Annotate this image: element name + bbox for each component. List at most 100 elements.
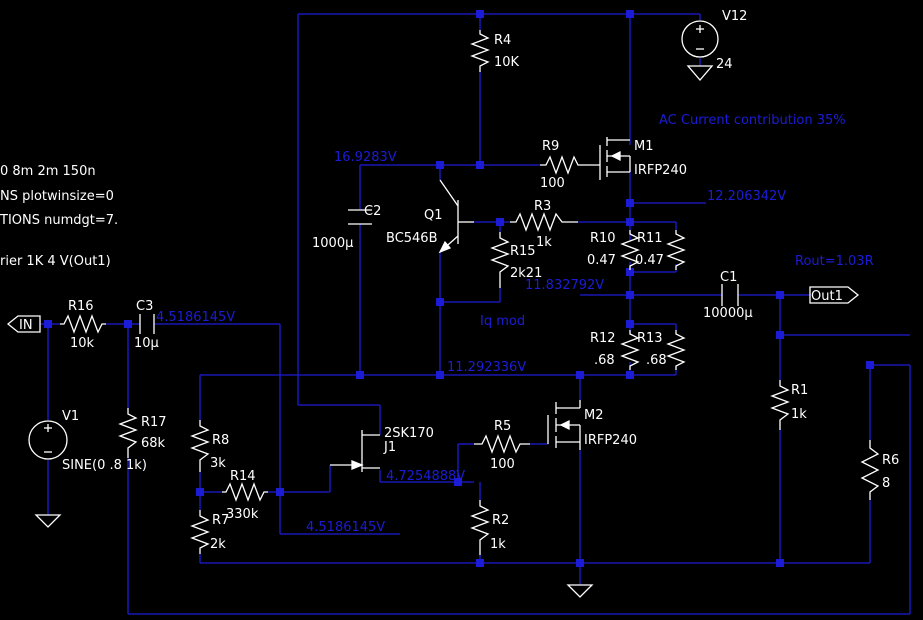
node-voltage-q1-collector: 16.9283V bbox=[334, 150, 397, 165]
R12-symbol bbox=[620, 330, 640, 370]
J1-symbol bbox=[330, 430, 380, 472]
R4-value: 10K bbox=[494, 55, 520, 70]
R1-symbol bbox=[770, 380, 790, 430]
C1-name: C1 bbox=[720, 270, 737, 285]
Q1-value: BC546B bbox=[386, 231, 438, 246]
annotation-iq-mod: Iq mod bbox=[480, 314, 525, 329]
R11-value: 0.47 bbox=[635, 253, 664, 268]
directive-line-1: 0 8m 2m 150n bbox=[0, 164, 96, 179]
R15-symbol bbox=[490, 232, 510, 288]
C1-symbol bbox=[721, 284, 739, 306]
R10-name: R10 bbox=[590, 231, 616, 246]
R3-name: R3 bbox=[534, 199, 551, 214]
R1-name: R1 bbox=[791, 383, 808, 398]
R4-name: R4 bbox=[494, 33, 511, 48]
R6-value: 8 bbox=[882, 476, 890, 491]
R9-value: 100 bbox=[540, 176, 565, 191]
R14-name: R14 bbox=[230, 469, 256, 484]
node-voltage-input: 4.5186145V bbox=[156, 310, 235, 325]
C3-symbol bbox=[139, 314, 155, 334]
J1-value: 2SK170 bbox=[384, 426, 434, 441]
R14-symbol bbox=[222, 482, 268, 502]
junction-dots bbox=[44, 10, 874, 567]
R2-name: R2 bbox=[492, 513, 509, 528]
M2-value: IRFP240 bbox=[584, 433, 637, 448]
R7-symbol bbox=[190, 510, 210, 554]
ground-icon bbox=[566, 584, 594, 598]
R13-symbol bbox=[666, 330, 686, 370]
node-voltage-bias-line: 11.292336V bbox=[447, 360, 526, 375]
annotation-ac-contribution: AC Current contribution 35% bbox=[659, 113, 846, 128]
C1-value: 10000µ bbox=[703, 306, 753, 321]
node-voltage-m1-source: 12.206342V bbox=[707, 189, 786, 204]
input-port-symbol bbox=[6, 315, 41, 333]
M1-symbol bbox=[599, 137, 631, 180]
M2-symbol bbox=[547, 400, 581, 450]
R11-name: R11 bbox=[637, 231, 663, 246]
output-port-symbol bbox=[809, 286, 860, 304]
R2-symbol bbox=[470, 500, 490, 555]
V1-symbol bbox=[28, 420, 68, 528]
R3-symbol bbox=[510, 212, 578, 232]
R5-symbol bbox=[474, 434, 530, 454]
J1-name: J1 bbox=[383, 440, 396, 455]
C3-name: C3 bbox=[136, 299, 153, 314]
R7-value: 2k bbox=[210, 537, 226, 552]
wires bbox=[40, 13, 911, 615]
component-symbols bbox=[6, 20, 880, 598]
R9-name: R9 bbox=[542, 139, 559, 154]
V12-value: 24 bbox=[716, 57, 733, 72]
M2-name: M2 bbox=[584, 408, 604, 423]
R6-name: R6 bbox=[882, 453, 899, 468]
R8-value: 3k bbox=[210, 456, 226, 471]
R12-name: R12 bbox=[590, 331, 616, 346]
R7-name: R7 bbox=[212, 513, 229, 528]
R3-value: 1k bbox=[536, 235, 552, 250]
R11-symbol bbox=[666, 230, 686, 270]
R4-symbol bbox=[470, 30, 490, 72]
R5-value: 100 bbox=[490, 457, 515, 472]
R16-name: R16 bbox=[68, 299, 94, 314]
R17-symbol bbox=[118, 408, 138, 458]
R8-symbol bbox=[190, 420, 210, 472]
V12-symbol bbox=[681, 20, 719, 81]
output-port-label: Out1 bbox=[811, 289, 843, 304]
R5-name: R5 bbox=[494, 419, 511, 434]
input-port-label: IN bbox=[19, 318, 33, 333]
node-voltage-output: 11.832792V bbox=[525, 278, 604, 293]
Q1-symbol bbox=[438, 179, 474, 254]
R16-value: 10k bbox=[70, 336, 95, 351]
directive-line-2: NS plotwinsize=0 bbox=[0, 189, 114, 204]
R14-value: 330k bbox=[226, 507, 259, 522]
R1-value: 1k bbox=[791, 407, 807, 422]
R12-value: .68 bbox=[594, 353, 615, 368]
R13-value: .68 bbox=[646, 353, 667, 368]
R17-name: R17 bbox=[141, 415, 167, 430]
R2-value: 1k bbox=[490, 537, 506, 552]
V12-name: V12 bbox=[722, 9, 747, 24]
annotation-rout: Rout=1.03R bbox=[795, 254, 874, 269]
R17-value: 68k bbox=[141, 436, 166, 451]
V1-value: SINE(0 .8 1k) bbox=[62, 458, 147, 473]
R10-value: 0.47 bbox=[587, 253, 616, 268]
R6-symbol bbox=[860, 440, 880, 500]
R15-name: R15 bbox=[510, 244, 536, 259]
V1-name: V1 bbox=[62, 409, 79, 424]
M1-value: IRFP240 bbox=[634, 163, 687, 178]
node-voltage-lower-tap: 4.5186145V bbox=[306, 520, 385, 535]
R10-symbol bbox=[620, 230, 640, 270]
directive-line-3: TIONS numdgt=7. bbox=[0, 213, 118, 228]
R15-value: 2k21 bbox=[510, 266, 542, 281]
node-voltage-j1-source: 4.7254888V bbox=[386, 469, 465, 484]
R9-symbol bbox=[540, 155, 600, 175]
R8-name: R8 bbox=[212, 433, 229, 448]
Q1-name: Q1 bbox=[424, 208, 443, 223]
R16-symbol bbox=[60, 314, 106, 334]
directive-line-4: rier 1K 4 V(Out1) bbox=[0, 254, 111, 269]
C2-symbol bbox=[348, 209, 372, 225]
C2-value: 1000µ bbox=[312, 236, 353, 251]
R13-name: R13 bbox=[637, 331, 663, 346]
C2-name: C2 bbox=[364, 204, 381, 219]
M1-name: M1 bbox=[634, 139, 654, 154]
